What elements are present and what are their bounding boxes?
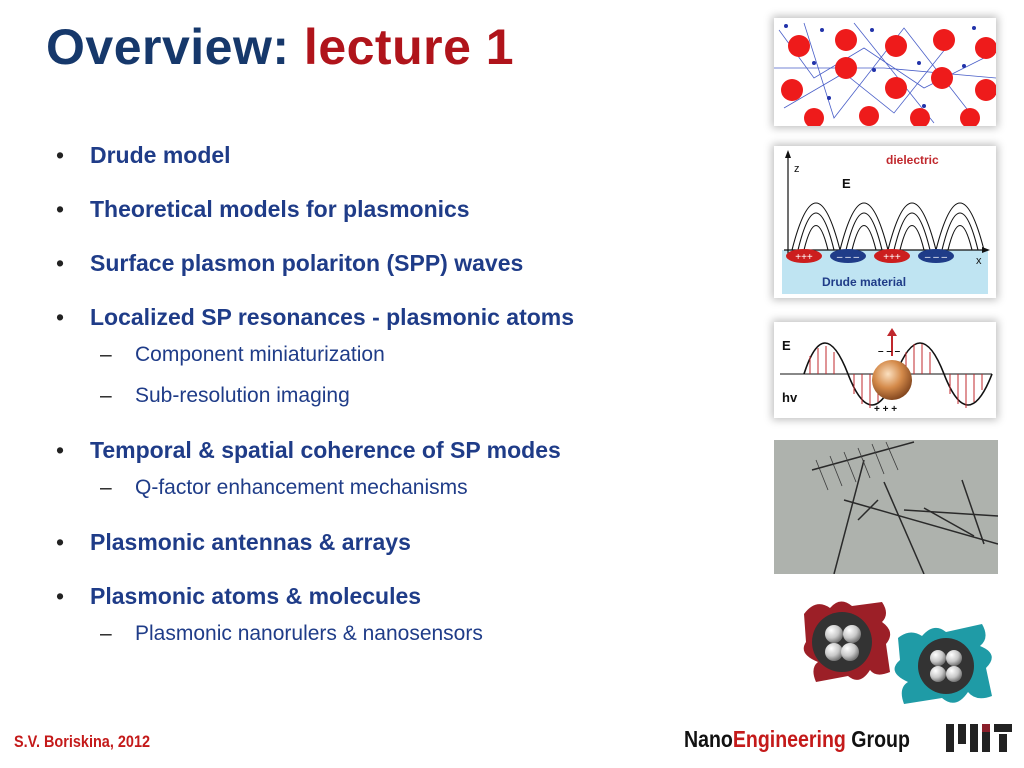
sub-bullet-text: Sub-resolution imaging: [135, 384, 350, 407]
group-name: NanoEngineering Group: [684, 726, 910, 753]
charge-minus-label: – – –: [837, 252, 860, 263]
bullet-text: Temporal & spatial coherence of SP modes: [90, 437, 561, 463]
puzzle-molecules-figure: [786, 592, 1008, 712]
sub-bullet-item: –Plasmonic nanorulers & nanosensors: [56, 619, 746, 649]
field-e-label: E: [782, 338, 791, 353]
charge-minus-label: – – –: [925, 252, 948, 263]
bullet-dot: •: [56, 583, 65, 609]
bullet-list: • Drude model • Theoretical models for pla…: [56, 140, 746, 660]
charge-plus-label: +++: [883, 252, 901, 263]
sub-bullet-text: Q-factor enhancement mechanisms: [135, 476, 468, 499]
sub-bullet-item: –Sub-resolution imaging: [56, 381, 746, 411]
bullet-text: Surface plasmon polariton (SPP) waves: [90, 250, 524, 276]
bullet-dot: •: [56, 304, 65, 330]
bullet-item: • Plasmonic antennas & arrays: [56, 527, 746, 557]
sub-bullet-text: Component miniaturization: [135, 343, 385, 366]
group-name-part1: Nano: [684, 726, 733, 752]
axis-x-label: x: [976, 255, 982, 267]
bullet-text: Drude model: [90, 142, 231, 168]
charge-plus-label: +++: [795, 252, 813, 263]
charge-plus-label: + + +: [874, 404, 897, 415]
drude-material-label: Drude material: [822, 275, 906, 289]
axis-z-label: z: [794, 163, 800, 175]
lsp-illustration: E hv – – – + + +: [780, 328, 993, 415]
lsp-figure: E hv – – – + + +: [774, 322, 996, 418]
bullet-dot: •: [56, 142, 65, 168]
sub-bullet-dash: –: [100, 622, 112, 645]
mit-logo: [946, 724, 1012, 752]
sub-bullet-item: –Q-factor enhancement mechanisms: [56, 473, 746, 503]
bullet-text: Theoretical models for plasmonics: [90, 196, 470, 222]
charge-minus-label: – – –: [878, 346, 901, 357]
dielectric-label: dielectric: [886, 153, 939, 167]
field-e-label: E: [842, 176, 851, 191]
spp-illustration: +++ – – – +++ – – – z E dielectric x Dru…: [782, 150, 990, 294]
bullet-text: Plasmonic antennas & arrays: [90, 529, 411, 555]
bullet-dot: •: [56, 250, 65, 276]
antenna-illustration: [774, 440, 999, 575]
title-accent: lecture 1: [303, 19, 515, 75]
bullet-item: • Drude model: [56, 140, 746, 170]
sub-bullet-item: –Component miniaturization: [56, 340, 746, 370]
sub-bullet-text: Plasmonic nanorulers & nanosensors: [135, 622, 483, 645]
drude-lattice-figure: [774, 18, 997, 128]
sub-bullet-dash: –: [100, 384, 112, 407]
lattice-illustration: [774, 22, 997, 128]
puzzle-illustration: [803, 601, 992, 704]
title-main: Overview:: [46, 19, 290, 75]
group-name-part2: Engineering: [732, 726, 846, 752]
bullet-text: Plasmonic atoms & molecules: [90, 583, 422, 609]
bullet-dot: •: [56, 196, 65, 222]
bullet-item: • Surface plasmon polariton (SPP) waves: [56, 248, 746, 278]
bullet-item: • Temporal & spatial coherence of SP mode…: [56, 435, 746, 465]
sub-bullet-dash: –: [100, 476, 112, 499]
author-credit: S.V. Boriskina, 2012: [14, 732, 151, 751]
bullet-dot: •: [56, 529, 65, 555]
sub-bullet-dash: –: [100, 343, 112, 366]
spp-wave-figure: +++ – – – +++ – – – z E dielectric x Dru…: [774, 146, 996, 298]
slide-title: Overview: lecture 1: [46, 18, 514, 76]
bullet-text: Localized SP resonances - plasmonic atom…: [90, 304, 575, 330]
bullet-item: • Plasmonic atoms & molecules: [56, 581, 746, 611]
bullet-item: • Theoretical models for plasmonics: [56, 194, 746, 224]
antenna-photo: [774, 440, 999, 575]
photon-hv-label: hv: [782, 390, 798, 405]
group-name-part3: Group: [845, 726, 910, 752]
bullet-dot: •: [56, 437, 65, 463]
bullet-item: • Localized SP resonances - plasmonic ato…: [56, 302, 746, 332]
